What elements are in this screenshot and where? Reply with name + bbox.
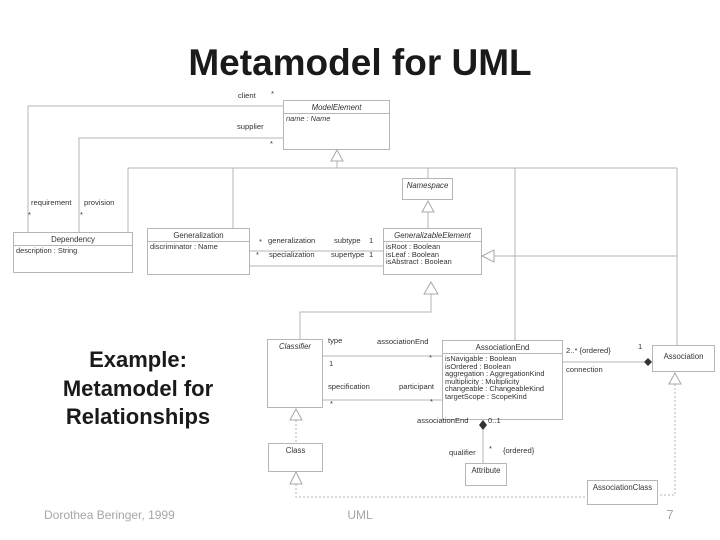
edge-label: * [430, 397, 433, 406]
connector-line-classifier-assocend [323, 355, 442, 401]
edge-label: type [328, 336, 343, 345]
class-title: ModelElement [311, 103, 362, 112]
class-box-generalizableelement: GeneralizableElement isRoot : Boolean is… [383, 228, 482, 275]
edge-label: * [271, 89, 274, 98]
connector-line-generalization-assoc [250, 250, 383, 267]
edge-label: 1 [638, 342, 643, 351]
edge-label: * [330, 399, 333, 408]
edge-label: associationEnd [377, 337, 429, 346]
edge-label: specialization [269, 250, 315, 259]
connector-line-supplier [78, 137, 283, 232]
generalization-triangle-icon [330, 148, 344, 162]
edge-label: client [238, 91, 256, 100]
class-attribute: changeable : ChangeableKind [445, 385, 545, 393]
edge-label: connection [566, 365, 603, 374]
example-text-line: Example: [89, 347, 187, 372]
class-title: Namespace [406, 181, 449, 190]
class-box-dependency: Dependency description : String [13, 232, 133, 273]
composition-diamond-icon [479, 420, 487, 430]
slide-title: Metamodel for UML [188, 42, 532, 83]
generalization-triangle-icon [480, 249, 495, 263]
edge-label: associationEnd [417, 416, 469, 425]
example-text: Example: Metamodel for Relationships [18, 346, 258, 432]
generalization-triangle-icon [423, 281, 439, 295]
class-attribute: isNavigable : Boolean [445, 355, 517, 363]
footer-author: Dorothea Beringer, 1999 [44, 508, 175, 522]
class-attribute: targetScope : ScopeKind [445, 392, 527, 401]
edge-label: specification [328, 382, 370, 391]
edge-label: * [270, 139, 273, 148]
edge-label: requirement [31, 198, 72, 207]
class-attribute: aggregation : AggregationKind [445, 370, 545, 378]
class-box-attribute: Attribute [465, 463, 507, 486]
class-title: Class [285, 446, 306, 455]
class-attribute: isOrdered : Boolean [445, 362, 511, 371]
edge-label: provision [84, 198, 115, 207]
generalization-triangle-icon [421, 199, 435, 213]
class-title: Generalization [173, 231, 224, 240]
class-attribute: description : String [16, 247, 78, 255]
generalization-triangle-icon [668, 371, 682, 385]
footer-page-number: 7 [666, 507, 674, 522]
footer-course-label: UML [347, 508, 373, 522]
edge-label: * [80, 210, 83, 219]
class-title: GeneralizableElement [394, 231, 471, 240]
edge-label: participant [399, 382, 435, 391]
connector-line-classifier-generalizable [299, 294, 432, 339]
class-title: AssociationClass [592, 483, 653, 492]
edge-label: 0..1 [488, 416, 501, 425]
class-box-class: Class [268, 443, 323, 472]
edge-label: 1 [369, 236, 374, 245]
class-attribute: discriminator : Name [150, 243, 218, 251]
example-text-line: Metamodel for [62, 375, 214, 401]
class-title: AssociationEnd [475, 343, 530, 352]
edge-label: * [429, 353, 432, 362]
class-attribute: isLeaf : Boolean [386, 250, 440, 259]
class-attribute: multiplicity : Multiplicity [445, 377, 520, 386]
class-title: Attribute [471, 466, 501, 475]
connector-line-client [27, 105, 283, 232]
edge-label: 1 [369, 250, 374, 259]
edge-label: 1 [329, 359, 334, 368]
edge-label: supplier [237, 122, 264, 131]
class-box-generalization: Generalization discriminator : Name [147, 228, 250, 275]
edge-label: generalization [268, 236, 316, 245]
generalization-triangle-icon [289, 407, 303, 421]
generalization-triangle-icon [289, 470, 303, 485]
class-attribute: name : Name [286, 115, 331, 123]
edge-label: subtype [334, 236, 361, 245]
edge-label: supertype [331, 250, 365, 259]
edge-label: * [259, 237, 262, 246]
class-box-association: Association [652, 345, 715, 372]
class-box-associationclass: AssociationClass [587, 480, 658, 505]
dashed-connector-assocclass-association [658, 384, 676, 496]
class-attribute: isAbstract : Boolean [386, 258, 452, 266]
class-box-modelelement: ModelElement name : Name [283, 100, 390, 150]
class-title: Classifier [278, 342, 312, 351]
class-box-classifier: Classifier [267, 339, 323, 408]
connector-line-inheritance-spine [127, 161, 678, 345]
edge-label: qualifier [449, 448, 476, 457]
edge-label: * [28, 210, 31, 219]
edge-label: * [256, 250, 259, 259]
dashed-connector-assocclass-class [295, 484, 587, 498]
class-title: Dependency [51, 235, 95, 244]
class-attribute: isRoot : Boolean [386, 243, 441, 251]
edge-label: * [489, 444, 492, 453]
edge-label: {ordered} [503, 446, 535, 455]
class-box-associationend: AssociationEnd isNavigable : Boolean isO… [442, 340, 563, 420]
class-title: Association [663, 352, 704, 361]
edge-label: 2..* {ordered} [566, 346, 611, 355]
composition-diamond-icon [644, 358, 652, 366]
example-text-line: Relationships [65, 404, 211, 429]
class-box-namespace: Namespace [402, 178, 453, 200]
